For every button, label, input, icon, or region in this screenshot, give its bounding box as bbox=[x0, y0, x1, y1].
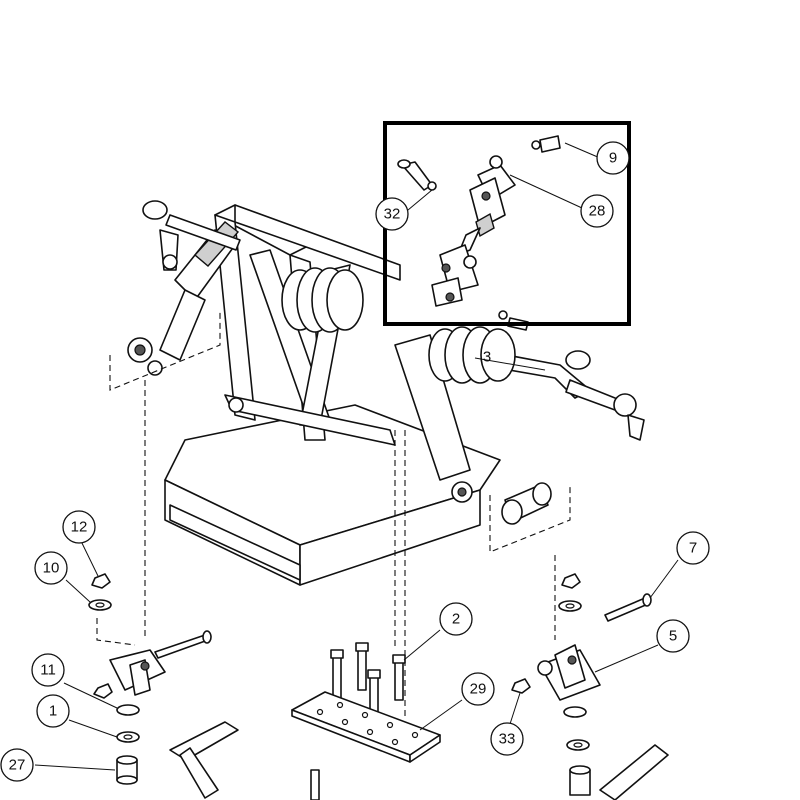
tie-rod-left bbox=[142, 200, 241, 271]
callout-1: 1 bbox=[36, 694, 70, 728]
callout-2: 2 bbox=[439, 602, 473, 636]
callout-label: 12 bbox=[71, 519, 88, 536]
callout-label: 5 bbox=[669, 628, 677, 645]
leader-lines bbox=[34, 142, 679, 771]
callout-7: 7 bbox=[676, 531, 710, 565]
callout-circle bbox=[375, 197, 409, 231]
callout-12: 12 bbox=[62, 510, 96, 544]
callout-32: 32 bbox=[375, 197, 409, 231]
callout-circle bbox=[656, 619, 690, 653]
bolts-2 bbox=[330, 642, 406, 716]
callout-label: 7 bbox=[689, 540, 697, 557]
callout-label: 33 bbox=[499, 731, 516, 748]
callout-label: 2 bbox=[452, 611, 460, 628]
callout-circle bbox=[439, 602, 473, 636]
callout-27: 27 bbox=[0, 748, 34, 782]
callout-label: 1 bbox=[49, 703, 57, 720]
bushing-right bbox=[501, 482, 552, 525]
callout-circle bbox=[31, 653, 65, 687]
bellows-left bbox=[281, 267, 364, 333]
callout-28: 28 bbox=[580, 194, 614, 228]
callout-circle bbox=[34, 551, 68, 585]
callout-circle bbox=[0, 748, 34, 782]
bellows-right bbox=[428, 326, 516, 384]
center-plate-parts bbox=[291, 642, 441, 800]
callout-33: 33 bbox=[490, 722, 524, 756]
callout-label: 9 bbox=[609, 150, 617, 167]
callout-circle bbox=[461, 672, 495, 706]
main-frame-assembly bbox=[109, 200, 645, 800]
callout-29: 29 bbox=[461, 672, 495, 706]
callout-circle bbox=[676, 531, 710, 565]
callout-circle bbox=[580, 194, 614, 228]
left-mount-parts bbox=[88, 573, 212, 785]
callout-11: 11 bbox=[31, 653, 65, 687]
steering-shaft-assembly bbox=[397, 135, 561, 331]
tie-rod-right bbox=[565, 350, 645, 441]
callout-label: 11 bbox=[40, 662, 56, 679]
callout-circle bbox=[36, 694, 70, 728]
callout-10: 10 bbox=[34, 551, 68, 585]
callout-circle bbox=[596, 141, 630, 175]
right-mount-parts bbox=[169, 573, 669, 800]
callout-9: 9 bbox=[596, 141, 630, 175]
callout-circle bbox=[62, 510, 96, 544]
callout-label: 27 bbox=[9, 757, 26, 774]
callout-label: 3 bbox=[483, 349, 491, 366]
callout-3: 3 bbox=[483, 349, 491, 366]
callout-label: 28 bbox=[589, 203, 606, 220]
callout-label: 10 bbox=[43, 560, 60, 577]
callout-5: 5 bbox=[656, 619, 690, 653]
callout-circle bbox=[490, 722, 524, 756]
callout-label: 29 bbox=[470, 681, 487, 698]
callout-label: 32 bbox=[384, 206, 401, 223]
